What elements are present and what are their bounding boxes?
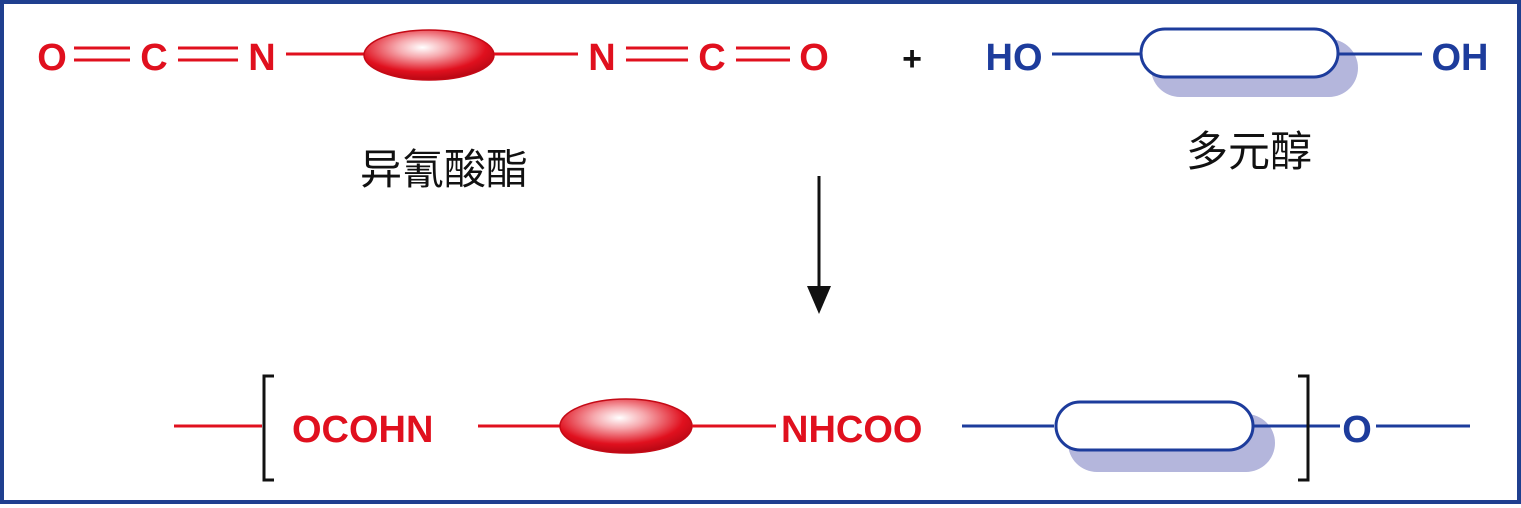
reaction-diagram: O C N N C O 异氰酸酯 + HO OH 多元醇 bbox=[37, 27, 1489, 482]
double-bond-n-c-right bbox=[626, 46, 688, 62]
double-bond-c-o-right bbox=[736, 46, 790, 62]
polyol-molecule: HO OH bbox=[986, 27, 1489, 97]
right-bracket bbox=[1298, 374, 1310, 482]
group-oh: OH bbox=[1432, 37, 1489, 79]
product-isocyanate-core-ellipse bbox=[559, 398, 693, 454]
atom-o-right: O bbox=[799, 37, 829, 79]
plus-sign: + bbox=[902, 40, 922, 78]
product-polyol-core-capsule bbox=[1054, 400, 1255, 452]
product-atom-o: O bbox=[1342, 409, 1372, 451]
atom-c-right: C bbox=[698, 37, 725, 79]
polyurethane-product: OCOHN NHCOO O bbox=[174, 374, 1470, 482]
group-ocohn: OCOHN bbox=[292, 409, 433, 451]
isocyanate-molecule: O C N N C O bbox=[37, 29, 829, 81]
reaction-arrow bbox=[807, 176, 831, 314]
isocyanate-name-label: 异氰酸酯 bbox=[360, 145, 528, 194]
polyol-name-label: 多元醇 bbox=[1186, 127, 1312, 176]
atom-o-left: O bbox=[37, 37, 67, 79]
left-bracket bbox=[262, 374, 274, 482]
group-nhcoo: NHCOO bbox=[781, 409, 922, 451]
atom-n-left: N bbox=[248, 37, 275, 79]
double-bond-c-n-left bbox=[178, 46, 238, 62]
atom-n-right: N bbox=[588, 37, 615, 79]
polyol-core-capsule bbox=[1139, 27, 1340, 79]
double-bond-o-c-left bbox=[74, 46, 130, 62]
group-ho: HO bbox=[986, 37, 1043, 79]
isocyanate-core-ellipse bbox=[363, 29, 495, 81]
atom-c-left: C bbox=[140, 37, 167, 79]
